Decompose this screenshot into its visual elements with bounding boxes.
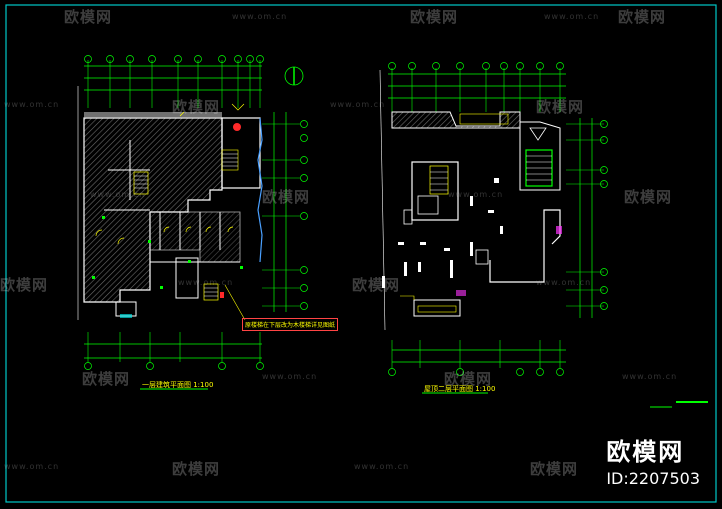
annotation-note: 原楼梯在下层改为木楼梯详见图纸 bbox=[242, 318, 339, 331]
watermark-brand: 欧模网 bbox=[0, 276, 49, 294]
watermark-brand: 欧模网 bbox=[444, 370, 493, 388]
watermark-brand: 欧模网 bbox=[536, 98, 585, 116]
watermark-url: www.om.cn bbox=[4, 100, 60, 109]
watermark-url: www.om.cn bbox=[544, 12, 600, 21]
watermark-brand: 欧模网 bbox=[262, 188, 311, 206]
watermark-brand: 欧模网 bbox=[172, 98, 221, 116]
watermark-url: www.om.cn bbox=[262, 372, 318, 381]
brand-block: 欧模网 ID:2207503 bbox=[606, 432, 700, 488]
watermark-brand: 欧模网 bbox=[64, 8, 113, 26]
watermark-brand: 欧模网 bbox=[352, 276, 401, 294]
plan-title-second-floor: 屋顶二层平面图 1:100 bbox=[424, 385, 496, 393]
plan-second-floor bbox=[379, 62, 608, 394]
drawing-frame bbox=[5, 4, 717, 503]
watermark-url: www.om.cn bbox=[330, 100, 386, 109]
plan-first-floor bbox=[77, 55, 308, 390]
watermark-brand: 欧模网 bbox=[530, 460, 579, 478]
watermark-brand: 欧模网 bbox=[172, 460, 221, 478]
watermark-url: www.om.cn bbox=[622, 372, 678, 381]
plan-title-first-floor: 一层建筑平面图 1:100 bbox=[142, 381, 214, 389]
watermark-url: www.om.cn bbox=[4, 462, 60, 471]
watermark-url: www.om.cn bbox=[90, 190, 146, 199]
watermark-url: www.om.cn bbox=[178, 278, 234, 287]
watermark-brand: 欧模网 bbox=[618, 8, 667, 26]
watermark-brand: 欧模网 bbox=[410, 8, 459, 26]
watermark-url: www.om.cn bbox=[354, 462, 410, 471]
watermark-brand: 欧模网 bbox=[82, 370, 131, 388]
watermark-url: www.om.cn bbox=[448, 190, 504, 199]
watermark-url: www.om.cn bbox=[232, 12, 288, 21]
brand-name: 欧模网 bbox=[606, 438, 685, 466]
watermark-brand: 欧模网 bbox=[624, 188, 673, 206]
watermark-url: www.om.cn bbox=[536, 278, 592, 287]
brand-id: ID:2207503 bbox=[606, 469, 700, 488]
